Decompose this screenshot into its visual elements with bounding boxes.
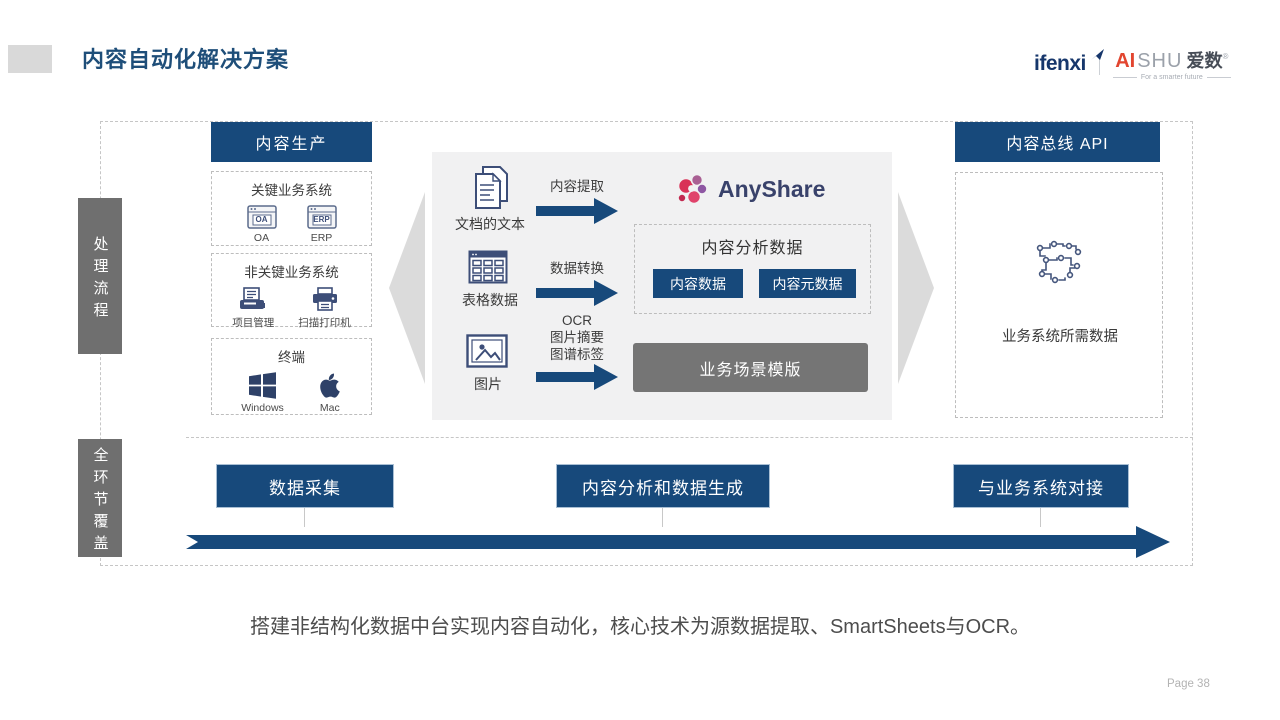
group-title: 终端: [278, 350, 305, 365]
erp-window-icon: ERP: [306, 205, 337, 229]
ifenxi-logo: ifenxi: [1034, 49, 1104, 76]
anyshare-logo-icon: [675, 172, 711, 208]
oa-window-icon: OA: [246, 205, 277, 229]
project-management-caption: 项目管理: [232, 317, 275, 329]
aishu-shu-text: SHU: [1137, 50, 1183, 72]
anyshare-logo-text: AnyShare: [718, 176, 826, 202]
data-convert-arrow: [536, 280, 618, 306]
content-production-header: 内容生产: [211, 122, 372, 162]
content-extract-arrow-label: 内容提取: [550, 179, 604, 194]
image-icon: [466, 334, 508, 368]
document-text-label: 文档的文本: [455, 216, 525, 232]
page-number: Page 38: [1167, 678, 1210, 690]
project-management-item: 项目管理: [232, 287, 274, 330]
scanner-printer-icon: [311, 287, 339, 312]
oa-item: OA OA: [246, 205, 277, 244]
content-analysis-box: 内容分析数据 内容数据 内容元数据: [634, 224, 871, 314]
stage1-connector-line: [304, 508, 305, 527]
erp-badge: ERP: [313, 215, 330, 224]
graph-tag-line: 图谱标签: [550, 347, 604, 362]
slide-caption: 搭建非结构化数据中台实现内容自动化，核心技术为源数据提取、SmartSheets…: [249, 616, 1031, 638]
tagline-rule-right: [1206, 77, 1231, 78]
windows-caption: Windows: [241, 402, 284, 414]
oa-badge: OA: [255, 215, 268, 224]
group-title: 非关键业务系统: [244, 265, 339, 280]
ocr-arrow: [536, 364, 618, 390]
terminal-group: 终端 Windows Ma: [211, 338, 372, 415]
content-data-chip: 内容数据: [653, 269, 743, 298]
erp-item: ERP ERP: [306, 205, 337, 244]
page-title: 内容自动化解决方案: [82, 47, 290, 72]
project-management-icon: [239, 287, 267, 312]
key-business-systems-group: 关键业务系统 OA OA: [211, 171, 372, 246]
logo-divider: [1098, 53, 1100, 75]
erp-caption: ERP: [310, 232, 333, 244]
stage3-connector-line: [1040, 508, 1041, 527]
windows-item: Windows: [241, 372, 284, 414]
coverage-label: 全环节覆盖: [78, 439, 122, 557]
oa-caption: OA: [253, 232, 270, 244]
ifenxi-arrow-icon: [1091, 49, 1104, 60]
scanner-printer-item: 扫描打印机: [298, 287, 351, 330]
mac-item: Mac: [318, 372, 342, 414]
title-accent-block: [8, 45, 52, 73]
image-label: 图片: [474, 376, 502, 392]
non-key-business-systems-group: 非关键业务系统 项目管理: [211, 253, 372, 330]
tagline-rule-left: [1112, 77, 1137, 78]
content-extract-arrow: [536, 198, 618, 224]
stage-analysis-generation: 内容分析和数据生成: [556, 464, 770, 508]
business-template-box: 业务场景模版: [633, 343, 868, 392]
table-data-label: 表格数据: [462, 292, 518, 308]
table-data-icon: [468, 250, 508, 284]
processing-panel: 文档的文本 内容提取 表格数据 数据转换: [432, 152, 892, 420]
ifenxi-logo-text: ifenxi: [1034, 52, 1086, 75]
group-title: 关键业务系统: [251, 183, 332, 198]
stage-data-collection: 数据采集: [216, 464, 394, 508]
image-summary-line: 图片摘要: [550, 330, 604, 345]
apple-icon: [318, 372, 342, 399]
document-text-icon: [470, 165, 510, 211]
logo-bar: ifenxi AI SHU 爱数 ® For a smarter future: [1034, 47, 1231, 81]
content-metadata-chip: 内容元数据: [759, 269, 856, 298]
bus-output-label: 业务系统所需数据: [1002, 329, 1118, 345]
content-analysis-title: 内容分析数据: [701, 240, 804, 257]
content-bus-header: 内容总线 API: [955, 122, 1160, 162]
aishu-tagline: For a smarter future: [1140, 74, 1203, 81]
process-flow-label: 处理流程: [78, 198, 122, 354]
aishu-ai-text: AI: [1115, 50, 1136, 72]
aishu-trademark: ®: [1222, 52, 1229, 61]
data-convert-arrow-label: 数据转换: [550, 261, 604, 276]
bus-output-box: 业务系统所需数据: [955, 172, 1163, 418]
aishu-logo: AI SHU 爱数 ® For a smarter future: [1112, 47, 1231, 81]
diagram-divider-line: [186, 437, 1193, 438]
ocr-line: OCR: [562, 313, 592, 328]
stage-system-integration: 与业务系统对接: [953, 464, 1129, 508]
stage2-connector-line: [662, 508, 663, 527]
scanner-printer-caption: 扫描打印机: [298, 317, 351, 329]
circuit-data-icon: [1033, 239, 1085, 287]
windows-icon: [248, 372, 277, 399]
mac-caption: Mac: [319, 402, 340, 414]
aishu-cn-text: 爱数: [1186, 51, 1223, 71]
ocr-arrow-label: OCR 图片摘要 图谱标签: [536, 312, 618, 363]
timeline-arrow: [186, 526, 1170, 558]
